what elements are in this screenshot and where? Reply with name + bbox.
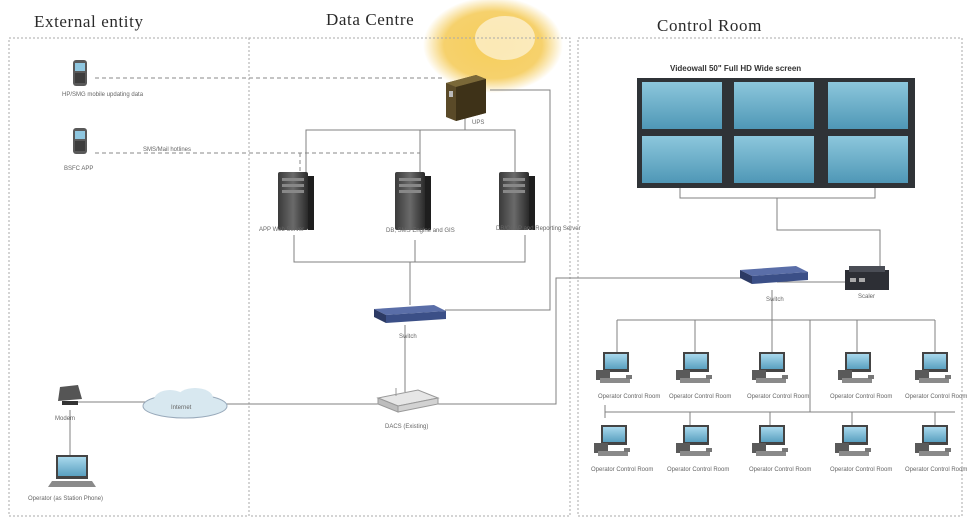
operator-pc-icon <box>752 425 788 456</box>
olap-server-icon <box>499 172 535 230</box>
router-to-control <box>438 277 742 405</box>
dc-switch-label: Switch <box>399 334 417 340</box>
operator-label: Operator Control Room <box>830 467 892 473</box>
mobile-phone-icon <box>73 60 87 86</box>
ups-line-db <box>419 129 465 175</box>
operator-pc-icon <box>838 352 874 383</box>
section-title-control: Control Room <box>657 16 762 35</box>
videowall-title: Videowall 50" Full HD Wide screen <box>670 64 801 73</box>
section-title-external: External entity <box>34 12 144 31</box>
operator-label: Operator Control Room <box>669 394 731 400</box>
section-title-datacentre: Data Centre <box>326 10 414 29</box>
operator-pc-icon <box>596 352 632 383</box>
cr-switch-icon <box>740 266 808 284</box>
wall-to-scaler <box>776 198 881 268</box>
wall-screen <box>642 82 722 129</box>
operator-label: Operator Control Room <box>667 467 729 473</box>
external-entity-box <box>8 37 250 517</box>
operator-label: Operator Control Room <box>749 467 811 473</box>
internet-label: Internet <box>171 405 192 411</box>
dashed-link-bsfc <box>95 152 421 175</box>
operator-label: Operator Control Room <box>830 394 892 400</box>
wall-screen <box>734 136 814 183</box>
app-server-icon <box>278 172 314 230</box>
operator-label: Operator Control Room <box>591 467 653 473</box>
wall-bus <box>679 188 876 199</box>
operator-label: Operator Control Room <box>747 394 809 400</box>
operator-pc-icon <box>752 352 788 383</box>
internet-cloud-icon <box>142 388 228 419</box>
ups-icon <box>446 75 486 121</box>
mobile-update-label: HP/SMG mobile updating data <box>62 92 144 98</box>
app-server-label: APP Web Server <box>259 227 304 233</box>
operator-pc-icon <box>676 425 712 456</box>
olap-server-label: DB/OLAP and Reporting Server <box>496 226 581 232</box>
videowall <box>637 78 915 188</box>
operator-label: Operator Control Room <box>905 394 967 400</box>
station-laptop-icon <box>48 455 96 487</box>
wall-screen <box>828 136 908 183</box>
server-bus <box>293 235 526 263</box>
ups-line-olap <box>465 129 516 175</box>
wall-screen <box>734 82 814 129</box>
station-user-label: Operator (as Station Phone) <box>28 496 103 502</box>
operator-pc-icon <box>594 425 630 456</box>
cr-switch-label: Switch <box>766 297 784 303</box>
operator-pc-icon <box>835 425 871 456</box>
db-server-icon <box>395 172 431 230</box>
bsfc-phone-icon <box>73 128 87 154</box>
router-icon <box>376 388 440 413</box>
scaler-icon <box>845 266 889 290</box>
router-label: DACS (Existing) <box>385 424 428 430</box>
ups-label: UPS <box>472 120 484 126</box>
ups-line-app <box>305 115 466 175</box>
operator-pc-icon <box>915 425 951 456</box>
wall-screen <box>828 82 908 129</box>
data-centre-box <box>248 37 571 517</box>
ups-line-switch <box>445 89 551 311</box>
modem-icon <box>58 385 82 405</box>
wall-screen <box>642 136 722 183</box>
control-room-box <box>577 37 963 517</box>
scaler-label: Scaler <box>858 294 875 300</box>
operator-label: Operator Control Room <box>598 394 660 400</box>
bsfc-app-label: BSFC APP <box>64 166 93 172</box>
operator-pc-icon <box>676 352 712 383</box>
dc-switch-icon <box>374 305 446 323</box>
operator-pc-icon <box>915 352 951 383</box>
operator-label: Operator Control Room <box>905 467 967 473</box>
modem-label: Modem <box>55 416 75 422</box>
db-server-label: DB, SMS Engine and GIS <box>386 228 455 234</box>
sms-hotline-label: SMS/Mail hotlines <box>143 147 191 153</box>
